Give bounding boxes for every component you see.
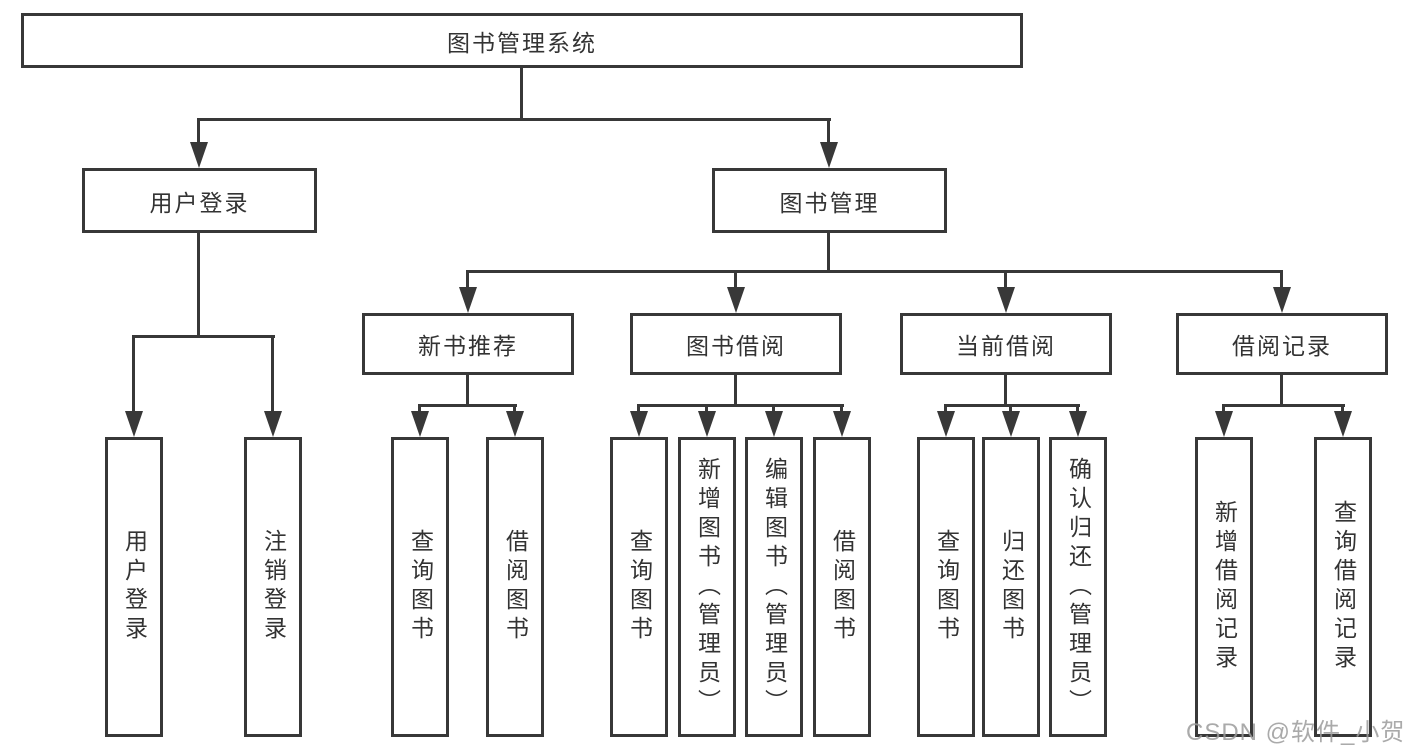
connector-shaft-leaf: [772, 404, 775, 416]
arrow-down-icon: [1334, 411, 1352, 437]
arrow-down-icon: [937, 411, 955, 437]
node-label: 查询图书: [407, 529, 434, 645]
connector-shaft-leaf: [1076, 404, 1079, 416]
leaf-query-books: 查询图书: [391, 437, 449, 737]
connector-rail-book-borrow: [637, 404, 844, 407]
node-label: 图书借阅: [686, 333, 786, 359]
arrow-down-icon: [997, 287, 1015, 313]
connector-shaft-leaf: [840, 404, 843, 416]
connector-rail-user-login: [132, 335, 275, 338]
node-label: 新书推荐: [418, 333, 518, 359]
arrow-down-icon: [264, 411, 282, 437]
arrow-down-icon: [190, 142, 208, 168]
node-label: 新增图书（管理员）: [694, 456, 721, 718]
leaf-query-books: 查询图书: [917, 437, 975, 737]
connector-shaft-leaf: [944, 404, 947, 416]
arrow-down-icon: [459, 287, 477, 313]
node-label: 当前借阅: [956, 333, 1056, 359]
connector-feeder-borrow-records: [1280, 374, 1283, 406]
arrow-down-icon: [820, 142, 838, 168]
arrow-down-icon: [1215, 411, 1233, 437]
connector-shaft-leaf: [1341, 404, 1344, 416]
connector-shaft-leaf: [1009, 404, 1012, 416]
node-book-management: 图书管理: [712, 168, 947, 233]
arrow-down-icon: [1069, 411, 1087, 437]
connector-root-stem: [520, 68, 523, 118]
leaf-add-books-admin: 新增图书（管理员）: [678, 437, 736, 737]
connector-shaft-leaf: [271, 335, 274, 415]
connector-shaft-level3: [466, 270, 469, 290]
arrow-down-icon: [1002, 411, 1020, 437]
arrow-down-icon: [765, 411, 783, 437]
connector-rail-new-book: [418, 404, 517, 407]
node-label: 借阅图书: [829, 529, 856, 645]
connector-shaft-leaf: [513, 404, 516, 416]
connector-shaft-leaf: [705, 404, 708, 416]
connector-feeder-current-borrow: [1004, 374, 1007, 406]
connector-shaft-leaf: [418, 404, 421, 416]
node-label: 查询图书: [933, 529, 960, 645]
leaf-logout: 注销登录: [244, 437, 302, 737]
node-new-book-recommend: 新书推荐: [362, 313, 574, 375]
connector-feeder-book-management: [827, 232, 830, 272]
leaf-return-books: 归还图书: [982, 437, 1040, 737]
connector-shaft-leaf: [637, 404, 640, 416]
node-label: 图书管理: [779, 189, 880, 216]
arrow-down-icon: [727, 287, 745, 313]
connector-feeder-book-borrow: [734, 374, 737, 406]
connector-rail-borrow-records: [1222, 404, 1345, 407]
node-label: 借阅记录: [1232, 333, 1332, 359]
node-label: 用户登录: [149, 189, 250, 216]
leaf-borrow-books: 借阅图书: [813, 437, 871, 737]
connector-rail-level1: [197, 118, 831, 121]
node-label: 图书管理系统: [447, 29, 597, 56]
leaf-query-borrow-record: 查询借阅记录: [1314, 437, 1372, 737]
node-label: 借阅图书: [502, 529, 529, 645]
connector-feeder-user-login: [197, 232, 200, 338]
arrow-down-icon: [698, 411, 716, 437]
connector-shaft-user-login: [197, 118, 200, 148]
arrow-down-icon: [1273, 287, 1291, 313]
arrow-down-icon: [833, 411, 851, 437]
node-label: 编辑图书（管理员）: [761, 456, 788, 718]
connector-shaft-leaf: [1222, 404, 1225, 416]
leaf-add-borrow-record: 新增借阅记录: [1195, 437, 1253, 737]
leaf-query-books: 查询图书: [610, 437, 668, 737]
connector-rail-level3: [466, 270, 1283, 273]
arrow-down-icon: [411, 411, 429, 437]
node-current-borrow: 当前借阅: [900, 313, 1112, 375]
arrow-down-icon: [125, 411, 143, 437]
leaf-borrow-books: 借阅图书: [486, 437, 544, 737]
connector-shaft-level3: [1280, 270, 1283, 290]
node-label: 确认归还（管理员）: [1065, 456, 1092, 718]
node-label: 查询图书: [626, 529, 653, 645]
node-book-borrow: 图书借阅: [630, 313, 842, 375]
connector-shaft-leaf: [132, 335, 135, 415]
leaf-edit-books-admin: 编辑图书（管理员）: [745, 437, 803, 737]
connector-feeder-new-book: [466, 374, 469, 406]
node-borrow-records: 借阅记录: [1176, 313, 1388, 375]
node-label: 用户登录: [121, 529, 148, 645]
node-label: 注销登录: [260, 529, 287, 645]
connector-shaft-book-management: [827, 118, 830, 148]
connector-shaft-level3: [1004, 270, 1007, 290]
leaf-user-login: 用户登录: [105, 437, 163, 737]
csdn-watermark: CSDN @软件_小贺同学: [1186, 719, 1405, 746]
connector-rail-current-borrow: [944, 404, 1080, 407]
node-library-system: 图书管理系统: [21, 13, 1023, 68]
arrow-down-icon: [630, 411, 648, 437]
node-user-login: 用户登录: [82, 168, 317, 233]
connector-shaft-level3: [734, 270, 737, 290]
node-label: 归还图书: [998, 529, 1025, 645]
arrow-down-icon: [506, 411, 524, 437]
node-label: 新增借阅记录: [1211, 500, 1238, 674]
node-label: 查询借阅记录: [1330, 500, 1357, 674]
leaf-confirm-return-admin: 确认归还（管理员）: [1049, 437, 1107, 737]
